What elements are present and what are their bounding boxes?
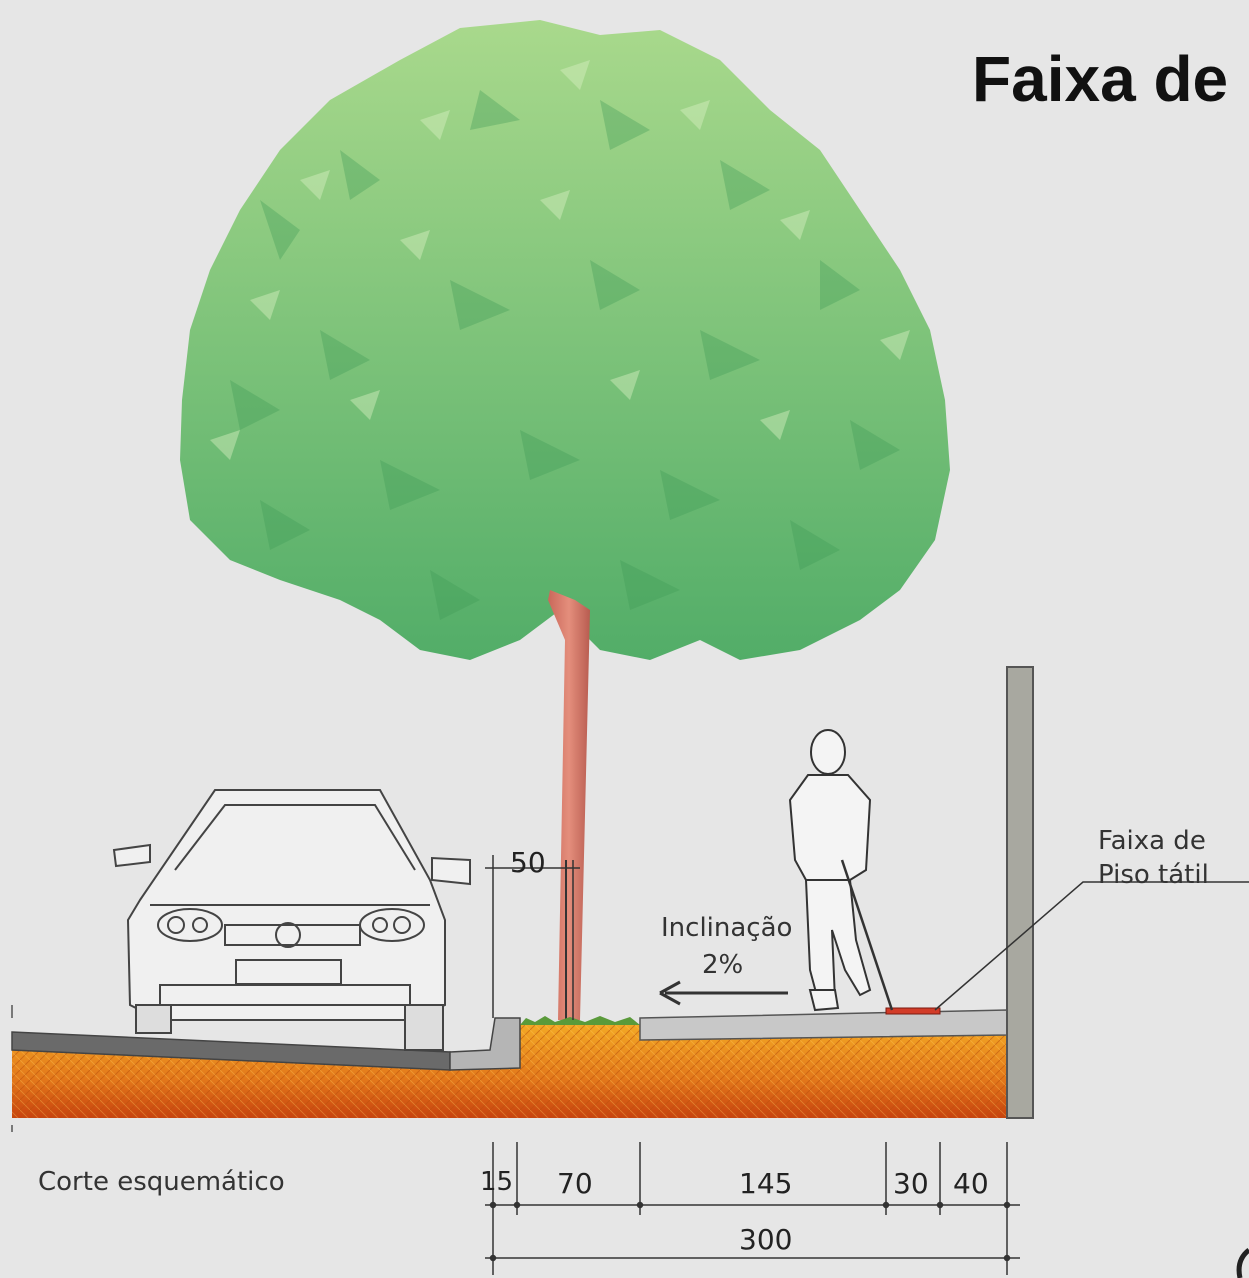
car-illustration [112,789,471,1051]
dimension-15: 15 [480,1167,514,1197]
section-caption: Corte esquemático [38,1167,285,1197]
tree-trunk [548,590,590,1020]
curb-height-dimension [485,855,580,1020]
tree-canopy [180,20,950,660]
dimension-chain [485,1142,1020,1275]
grass-strip [520,1016,640,1025]
page-title: Faixa de [972,43,1229,115]
callout-leader [934,881,1249,1011]
dimension-40: 40 [953,1167,989,1200]
slope-arrow [659,980,788,1006]
slope-value: 2% [702,950,744,980]
dimension-70: 70 [557,1167,593,1200]
callout-text-line2: Piso tátil [1098,860,1209,890]
slope-label: Inclinação [661,913,793,943]
dimension-145: 145 [739,1167,793,1200]
curb-height-label: 50 [510,846,546,879]
sidewalk-slab [639,1009,1008,1041]
dimension-total: 300 [739,1223,793,1256]
callout-text-line1: Faixa de [1098,826,1206,856]
pedestrian-with-cane [788,729,894,1012]
tactile-strip [885,1007,941,1015]
dimension-30: 30 [893,1167,929,1200]
curb [449,1017,521,1071]
building-wall [1006,666,1034,1119]
